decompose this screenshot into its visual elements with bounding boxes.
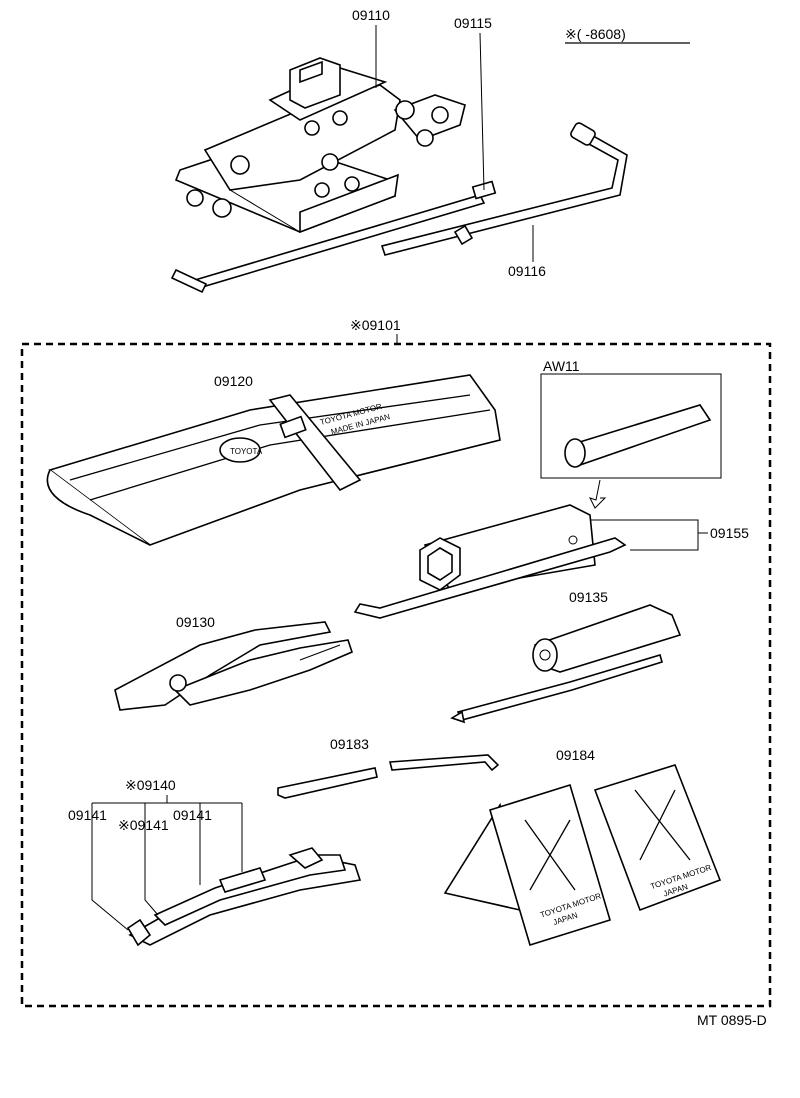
pliers-label-text: 09130 — [176, 614, 215, 630]
wheel-wrench-label-text: 09116 — [508, 263, 546, 279]
wheel-chocks-label-text: 09184 — [556, 747, 595, 763]
plug-wrench-drawing — [353, 504, 627, 619]
screwdriver-label: 09135 — [569, 589, 608, 605]
wheel-wrench-drawing — [380, 122, 628, 256]
kit-label-text: ※09101 — [350, 317, 401, 333]
extension-bar-label: 09183 — [330, 736, 369, 752]
plug-wrench-label-text: 09155 — [710, 525, 749, 541]
extension-bar-drawing — [277, 754, 500, 799]
wrench-c-label-text: 09141 — [173, 807, 212, 823]
tool-bag-label: 09120 — [214, 373, 253, 389]
jack-label-text: 09110 — [352, 7, 390, 23]
kit-group: ※09101 — [20, 317, 772, 1008]
screwdriver-label-text: 09135 — [569, 589, 608, 605]
jack-label: 09110 — [352, 7, 390, 88]
jack-drawing — [174, 57, 466, 234]
wrench-b-label-text: ※09141 — [118, 817, 169, 833]
plug-wrench-label: 09155 — [590, 519, 749, 551]
footer-code: MT 0895-D — [697, 1012, 767, 1028]
tool-bag-drawing: TOYOTA TOYOTA MOTOR MADE IN JAPAN — [46, 374, 501, 546]
jack-handle-label: 09115 — [454, 15, 492, 191]
wrench-set-drawing — [126, 847, 362, 947]
tool-bag-label-text: 09120 — [214, 373, 253, 389]
bag-emblem: TOYOTA — [230, 447, 263, 456]
aw11-inset: AW11 — [540, 358, 722, 509]
date-note: ※( -8608) — [565, 26, 690, 44]
wrench-set-labels: ※09140 09141 ※09141 09141 — [68, 777, 243, 931]
wrench-a-label-text: 09141 — [68, 807, 107, 823]
wrench-set-label-text: ※09140 — [125, 777, 176, 793]
jack-handle-label-text: 09115 — [454, 15, 492, 31]
aw11-box — [540, 373, 722, 479]
wheel-wrench-label: 09116 — [508, 225, 546, 279]
date-note-text: ※( -8608) — [565, 26, 626, 42]
wheel-chocks-drawing: TOYOTA MOTOR JAPAN TOYOTA MOTOR JAPAN — [443, 764, 722, 947]
pliers-drawing — [114, 621, 353, 711]
screwdriver-drawing — [450, 604, 682, 724]
kit-dashed-border — [20, 342, 772, 1008]
jack-handle-drawing — [170, 180, 497, 294]
pliers-label: 09130 — [176, 614, 215, 630]
aw11-label-text: AW11 — [543, 358, 580, 374]
extension-bar-label-text: 09183 — [330, 736, 369, 752]
wheel-chocks-label: 09184 — [556, 747, 595, 763]
